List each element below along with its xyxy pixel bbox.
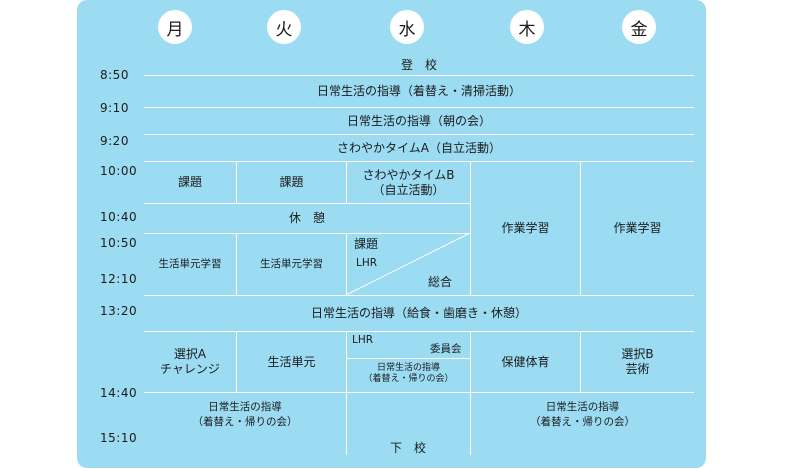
cell-fri-sentaku-b: 選択B 芸術 [621, 347, 654, 376]
grid-line [470, 331, 471, 455]
grid-line [346, 161, 347, 203]
row-lunch: 日常生活の指導（給食・歯磨き・休憩） [310, 306, 527, 320]
cell-mon-unit: 生活単元学習 [158, 258, 222, 270]
row-arrival: 登 校 [400, 57, 437, 72]
grid-line [144, 75, 694, 76]
cell-wed-kadai: 課題 [354, 236, 379, 251]
grid-line [580, 331, 581, 392]
row-departure: 下 校 [389, 440, 426, 455]
cell-fri-sagyo: 作業学習 [613, 221, 662, 235]
cell-wed-lhr-2: LHR [352, 334, 374, 346]
row-sawayaka-a: さわやかタイムA（自立活動） [337, 140, 501, 155]
row-morning-meeting: 日常生活の指導（朝の会） [346, 113, 491, 128]
grid-line [580, 161, 581, 295]
grid-line [144, 203, 470, 204]
grid-line [236, 331, 237, 392]
grid-line [346, 331, 347, 455]
cell-wed-committee: 委員会 [430, 343, 462, 355]
cell-mon-kadai: 課題 [177, 175, 202, 189]
time-label: 12:10 [100, 272, 138, 286]
cell-tue-seikatsu-tangen: 生活単元 [267, 354, 316, 369]
cell-thu-hoken-taiiku: 保健体育 [501, 354, 550, 369]
grid-line [144, 392, 694, 393]
grid-line [144, 331, 694, 332]
grid-line [470, 161, 471, 295]
cell-mon-sentaku-a: 選択A チャレンジ [160, 347, 220, 376]
grid-line [236, 161, 237, 203]
grid-line [144, 134, 694, 135]
grid-line [144, 107, 694, 108]
day-thursday: 木 [510, 10, 544, 44]
time-label: 9:20 [100, 134, 129, 148]
timetable-panel [77, 0, 706, 468]
day-wednesday: 水 [390, 10, 424, 44]
grid-line [144, 161, 694, 162]
cell-thu-sagyo: 作業学習 [501, 221, 550, 235]
time-label: 10:50 [100, 236, 138, 250]
cell-wed-sougou: 総合 [428, 274, 453, 289]
time-label: 13:20 [100, 304, 138, 318]
time-label: 8:50 [100, 68, 129, 82]
grid-line [144, 295, 694, 296]
cell-tue-unit: 生活単元学習 [260, 258, 323, 270]
time-label: 9:10 [100, 101, 129, 115]
cell-right-guidance: 日常生活の指導 （着替え・帰りの会） [530, 401, 635, 428]
time-label: 10:00 [100, 164, 138, 178]
cell-wed-lhr: LHR [356, 256, 378, 269]
cell-wed-sawayaka-b: さわやかタイムB （自立活動） [362, 167, 455, 197]
grid-line [346, 358, 470, 359]
day-friday: 金 [622, 10, 656, 44]
grid-line [144, 233, 470, 234]
time-label: 15:10 [100, 431, 138, 445]
day-monday: 月 [158, 10, 192, 44]
time-label: 14:40 [100, 386, 138, 400]
cell-tue-kadai: 課題 [279, 175, 304, 189]
cell-wed-guidance: 日常生活の指導 （着替え・帰りの会） [363, 363, 454, 384]
cell-left-guidance: 日常生活の指導 （着替え・帰りの会） [192, 401, 298, 428]
grid-line [346, 233, 347, 295]
row-guidance-change: 日常生活の指導（着替え・清掃活動） [316, 84, 521, 98]
time-label: 10:40 [100, 210, 138, 224]
grid-line [236, 233, 237, 295]
day-tuesday: 火 [267, 10, 301, 44]
cell-rest: 休 憩 [288, 211, 325, 225]
